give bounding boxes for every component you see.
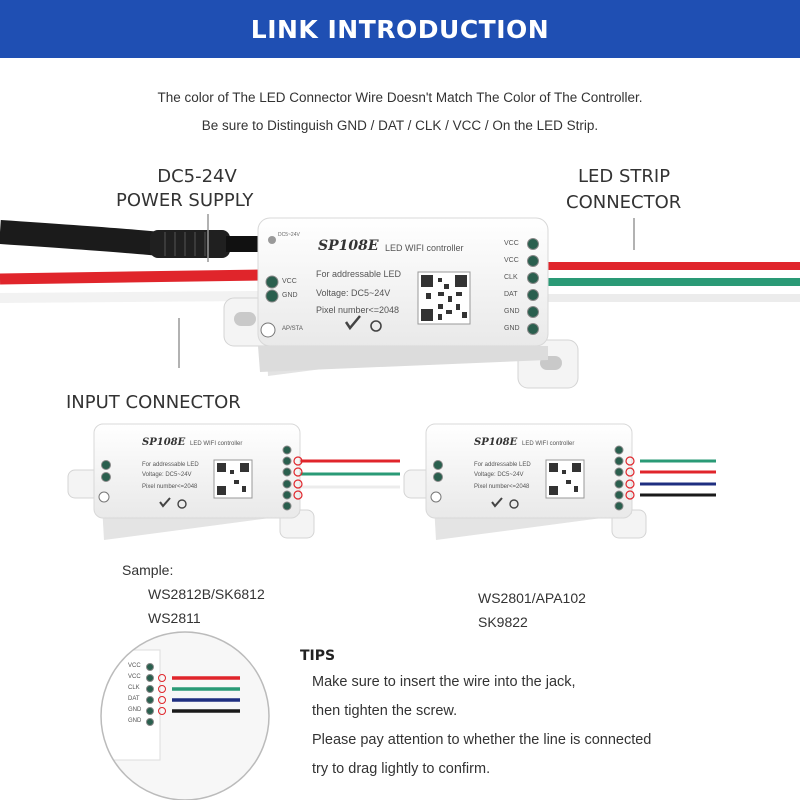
left-spec-1: For addressable LED <box>142 462 199 468</box>
main-spec-2: Voltage: DC5~24V <box>316 288 391 298</box>
main-pin-2: CLK <box>504 274 518 281</box>
main-left-gnd: GND <box>282 292 298 299</box>
detail-pin-0: VCC <box>128 663 141 669</box>
right-spec-3: Pixel number<=2048 <box>474 484 530 490</box>
main-pin-0: VCC <box>504 240 519 247</box>
main-pin-4: GND <box>504 308 520 315</box>
sample-right-2: SK9822 <box>478 614 528 630</box>
ap-sta-button <box>260 322 276 338</box>
main-spec-1: For addressable LED <box>316 269 402 279</box>
recycle-icon <box>370 320 382 332</box>
detail-zoom-circle <box>100 631 270 800</box>
tip-line-1: Make sure to insert the wire into the ja… <box>312 674 576 690</box>
power-plug <box>150 230 230 258</box>
input-terminal-vcc <box>265 275 279 289</box>
sample-right-1: WS2801/APA102 <box>478 590 586 606</box>
input-terminal-gnd <box>265 289 279 303</box>
page-title: LINK INTRODUCTION <box>250 14 550 44</box>
main-button-label: AP/STA <box>282 326 303 332</box>
main-controller-logo: SP108E <box>318 238 379 254</box>
right-spec-2: Voltage: DC5~24V <box>474 472 524 478</box>
power-label-voltage: DC5-24V <box>157 166 237 187</box>
strip-label-led: LED STRIP <box>578 166 671 187</box>
sample-left-2: WS2811 <box>148 610 201 626</box>
notice-line-2: Be sure to Distinguish GND / DAT / CLK /… <box>201 118 599 133</box>
main-pin-5: GND <box>504 325 520 332</box>
tip-line-2: then tighten the screw. <box>312 703 458 719</box>
input-connector-label: INPUT CONNECTOR <box>66 392 241 413</box>
output-terminal <box>527 238 539 250</box>
power-jack <box>268 236 276 244</box>
input-wire-white <box>0 291 263 303</box>
main-controller-subtitle: LED WIFI controller <box>385 243 464 253</box>
left-controller-logo: SP108E <box>142 437 186 448</box>
detail-pin-3: DAT <box>128 696 140 702</box>
main-pin-1: VCC <box>504 257 519 264</box>
detail-pin-2: CLK <box>128 685 140 691</box>
main-pin-3: DAT <box>504 291 518 298</box>
right-controller-subtitle: LED WIFI controller <box>522 441 575 447</box>
check-icon <box>344 315 361 331</box>
main-jack-label: DC5~24V <box>278 232 300 238</box>
sample-caption: Sample: <box>122 562 174 578</box>
left-spec-3: Pixel number<=2048 <box>142 484 198 490</box>
right-controller-logo: SP108E <box>474 437 518 448</box>
detail-pin-4: GND <box>128 707 142 713</box>
detail-pin-5: GND <box>128 718 142 724</box>
left-controller-subtitle: LED WIFI controller <box>190 441 243 447</box>
tips-title: TIPS <box>300 648 336 664</box>
right-spec-1: For addressable LED <box>474 462 531 468</box>
main-spec-3: Pixel number<=2048 <box>316 305 400 315</box>
tip-line-3: Please pay attention to whether the line… <box>312 732 652 748</box>
left-spec-2: Voltage: DC5~24V <box>142 472 192 478</box>
power-cable <box>0 220 162 256</box>
power-label-supply: POWER SUPPLY <box>116 190 254 211</box>
right-controller-box <box>425 423 633 519</box>
left-controller-box <box>93 423 301 519</box>
input-wire-red <box>0 269 263 285</box>
title-banner: LINK INTRODUCTION <box>0 0 800 58</box>
tip-line-4: try to drag lightly to confirm. <box>312 761 491 777</box>
sample-left-1: WS2812B/SK6812 <box>148 586 265 602</box>
strip-label-connector: CONNECTOR <box>566 192 682 213</box>
notice-line-1: The color of The LED Connector Wire Does… <box>157 90 643 105</box>
detail-pin-1: VCC <box>128 674 141 680</box>
main-left-vcc: VCC <box>282 278 297 285</box>
